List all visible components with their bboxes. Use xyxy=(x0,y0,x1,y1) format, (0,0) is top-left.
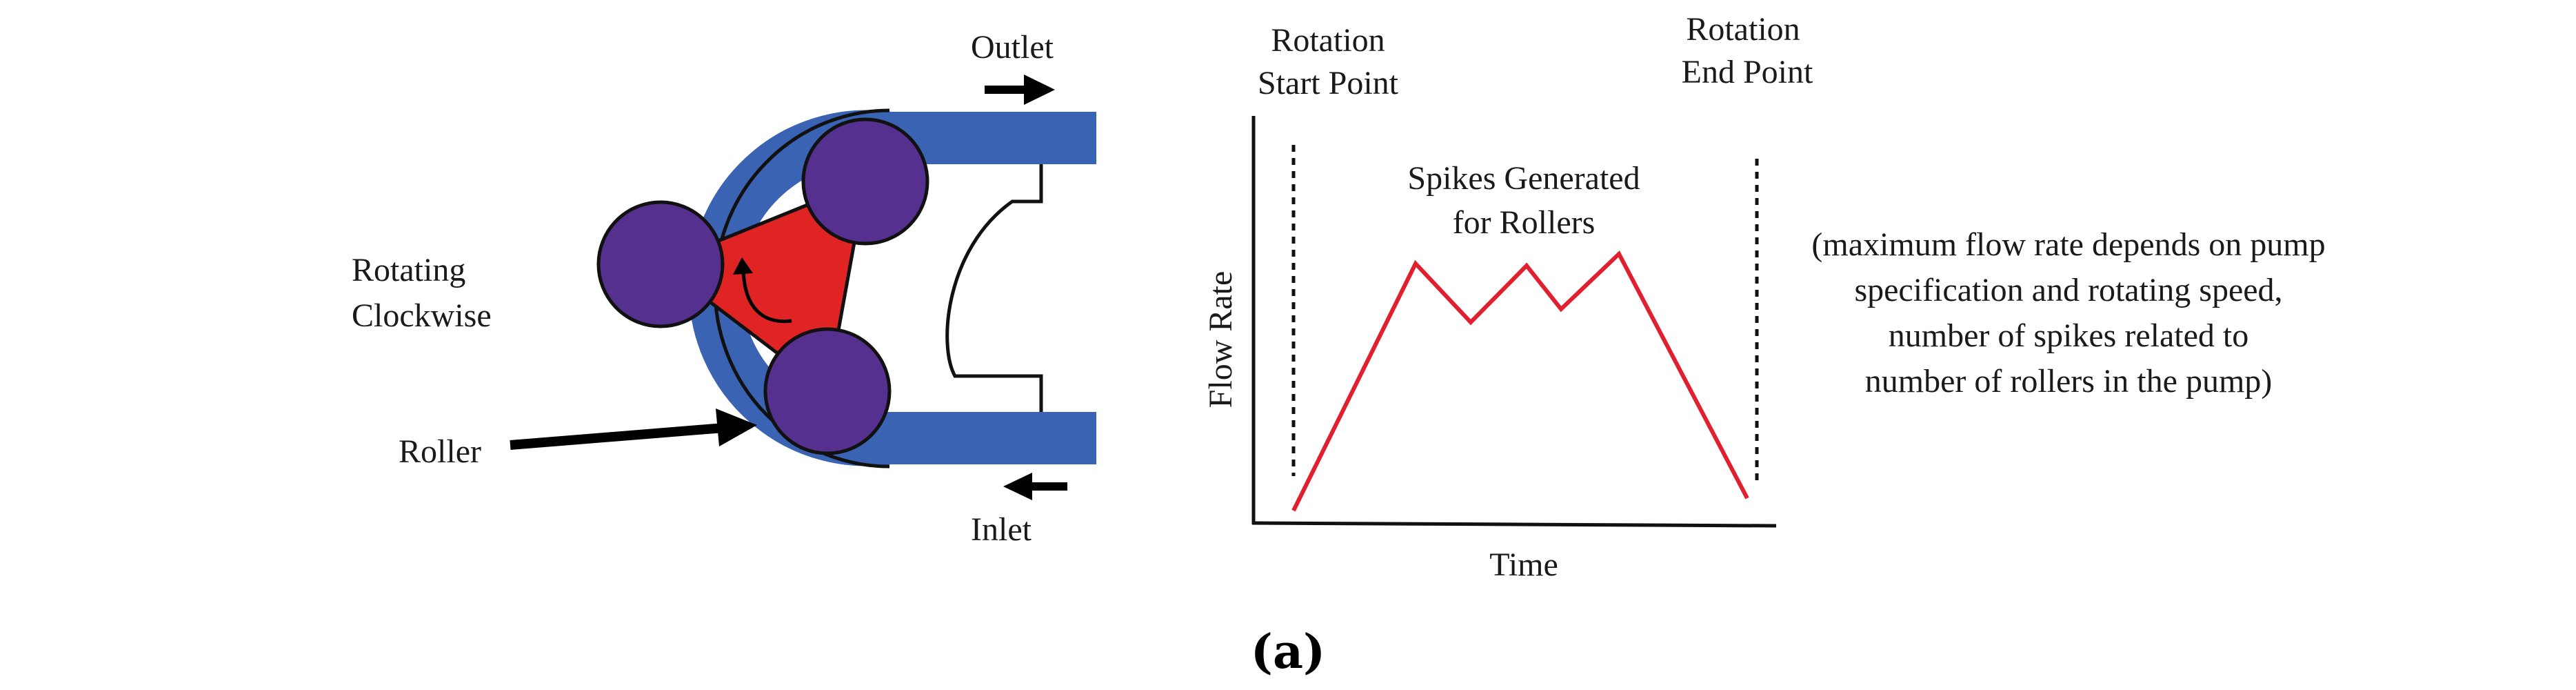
y-axis-label: Flow Rate xyxy=(1203,271,1239,408)
flow-rate-line xyxy=(1291,250,1749,512)
roller-pointer-arrow xyxy=(510,423,725,450)
flow-rate-chart: Rotation Start Point Rotation End Point … xyxy=(1203,11,1813,583)
rotation-arrowhead xyxy=(733,257,753,275)
roller-left xyxy=(596,200,725,328)
chart-x-axis xyxy=(1251,521,1777,528)
roller-label: Roller xyxy=(399,433,481,470)
note-line1: (maximum flow rate depends on pump xyxy=(1811,226,2325,263)
note-line3: number of spikes related to xyxy=(1889,317,2249,354)
rotation-label-line1: Rotating xyxy=(352,252,465,288)
pump-casing-outline xyxy=(886,117,1043,461)
rotation-label-line2: Clockwise xyxy=(352,297,492,334)
start-label-line2: Start Point xyxy=(1258,65,1399,101)
roller-bottom xyxy=(763,327,892,455)
figure-caption: (a) xyxy=(1251,624,1325,680)
note-line4: number of rollers in the pump) xyxy=(1865,363,2273,400)
end-label-line1: Rotation xyxy=(1686,11,1800,48)
spike-label-line1: Spikes Generated xyxy=(1407,160,1640,197)
inlet-arrowhead xyxy=(1003,473,1032,500)
spike-label-line2: for Rollers xyxy=(1453,204,1596,241)
flow-rate-note: (maximum flow rate depends on pump speci… xyxy=(1811,226,2325,400)
pump-diagram: Outlet Inlet Rotating Clockwise Roller xyxy=(352,29,1096,548)
roller-pointer-arrowhead xyxy=(716,408,757,446)
roller-top xyxy=(801,117,929,246)
inlet-label: Inlet xyxy=(971,511,1032,548)
start-label-line1: Rotation xyxy=(1271,22,1385,59)
note-line2: specification and rotating speed, xyxy=(1854,272,2282,308)
end-label-line2: End Point xyxy=(1682,54,1813,90)
outlet-label: Outlet xyxy=(971,29,1054,66)
rotation-arrow xyxy=(741,270,792,324)
x-axis-label: Time xyxy=(1489,546,1558,583)
outlet-arrowhead xyxy=(1024,75,1055,105)
